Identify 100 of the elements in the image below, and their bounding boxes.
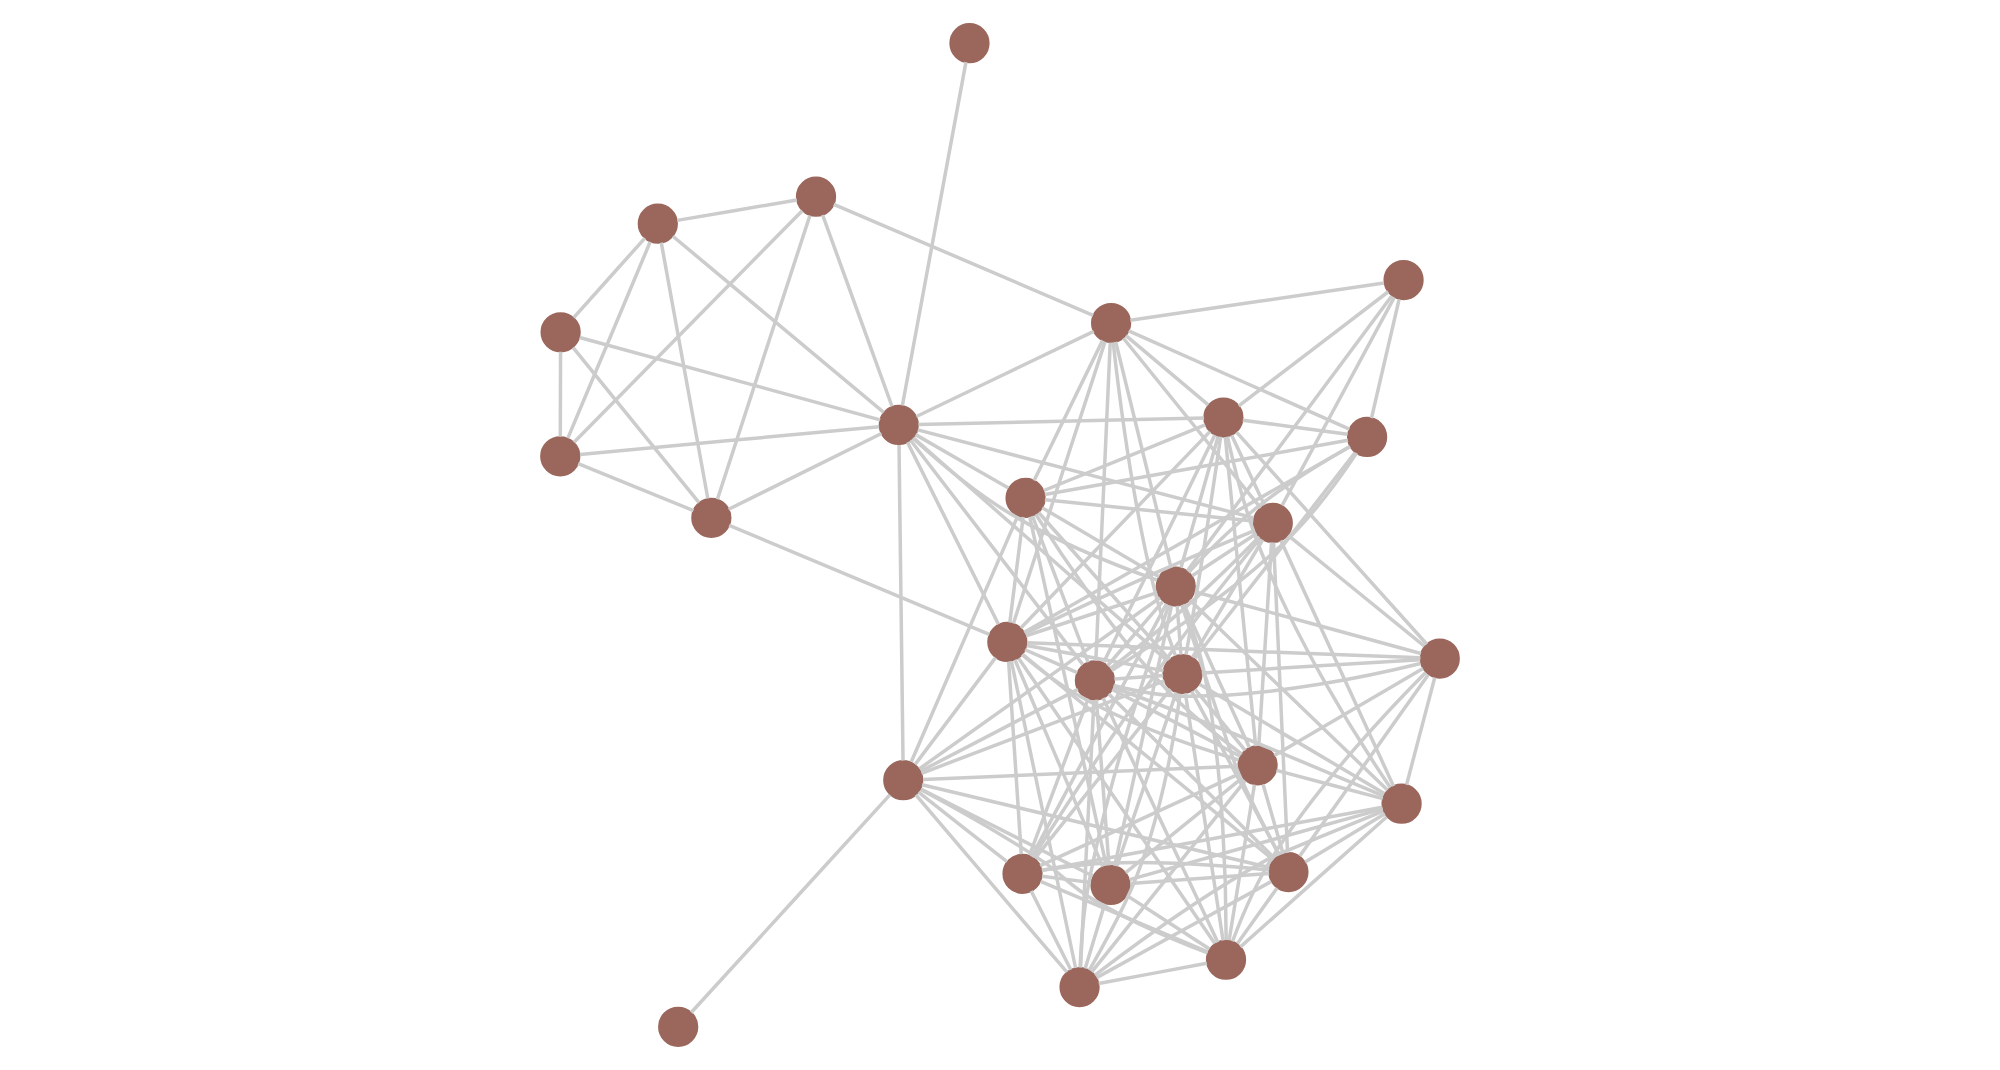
connector [1098, 961, 1208, 986]
connector [1239, 815, 1388, 949]
connector [914, 793, 1069, 974]
connector [1034, 513, 1243, 756]
connector [1039, 772, 1241, 868]
connector [727, 431, 883, 511]
connector [911, 437, 1158, 582]
connector [1041, 506, 1160, 579]
connector [1271, 542, 1290, 853]
connector [1111, 687, 1241, 758]
connector [1078, 700, 1096, 968]
connector [1130, 871, 1270, 886]
connector [1279, 539, 1396, 787]
connector [1020, 653, 1240, 762]
connector [918, 416, 1205, 427]
connector [1032, 339, 1105, 482]
connector [689, 793, 892, 1014]
node-circle [1155, 566, 1196, 607]
connector [566, 241, 652, 439]
connector [1190, 690, 1281, 856]
connector [1041, 805, 1383, 872]
connector [1235, 431, 1429, 646]
node-circle [1237, 745, 1278, 786]
node-circle [540, 312, 581, 353]
connector [1044, 438, 1349, 497]
connector [1115, 691, 1178, 867]
connector [1025, 591, 1158, 638]
connector [1183, 692, 1225, 941]
connector [1236, 887, 1279, 945]
connector [917, 790, 1008, 863]
connector [1201, 658, 1421, 675]
connector [1225, 436, 1392, 789]
connector [1039, 879, 1209, 954]
connector [1304, 812, 1386, 864]
connector [1029, 890, 1073, 971]
connector [1404, 677, 1437, 786]
connector [905, 441, 1001, 625]
connector [833, 202, 1094, 317]
connector [1026, 643, 1164, 673]
connector [1182, 603, 1252, 749]
connector [1033, 688, 1172, 860]
node-circle [949, 23, 990, 64]
connector [1112, 605, 1174, 867]
connector [923, 764, 1239, 782]
node-circle [1203, 397, 1244, 438]
connector [1175, 605, 1183, 655]
node-circle [1162, 653, 1203, 695]
connector [1193, 451, 1357, 660]
connector [1043, 423, 1206, 493]
node-circle [1090, 864, 1131, 906]
connector [1017, 657, 1217, 945]
node-circle [540, 436, 581, 477]
connector [920, 787, 1094, 878]
connector [1090, 779, 1247, 973]
connector [1111, 342, 1178, 657]
node-circle [795, 176, 837, 217]
connector [1280, 296, 1396, 507]
connector [1179, 435, 1220, 569]
node-circle [1419, 638, 1460, 679]
connector [1028, 516, 1108, 867]
connector [659, 242, 710, 499]
node-circle [691, 497, 732, 538]
connector [676, 198, 798, 223]
connector [1093, 809, 1384, 977]
connector [1129, 807, 1384, 882]
connector [579, 425, 880, 457]
connector [1230, 434, 1266, 506]
connector [1094, 342, 1112, 661]
connector [1011, 341, 1107, 624]
connector [920, 679, 1166, 775]
connector [1298, 673, 1430, 858]
connector [1101, 697, 1220, 943]
node-circle [1383, 259, 1424, 301]
connector [915, 329, 1095, 419]
connector [1130, 281, 1385, 322]
connector [1023, 445, 1351, 634]
connector [1275, 768, 1384, 801]
node-circle [987, 621, 1028, 663]
connector [579, 335, 881, 422]
connector [918, 596, 1161, 771]
connector [909, 515, 1020, 763]
connector [1027, 640, 1421, 660]
connector [1037, 511, 1171, 661]
connector [1198, 682, 1386, 795]
connector [1261, 783, 1285, 854]
connector [1257, 542, 1274, 746]
connector [571, 346, 701, 504]
connector [1095, 880, 1272, 980]
connector [1184, 436, 1223, 655]
connector [1190, 538, 1265, 659]
connector [1180, 604, 1281, 856]
connector [572, 209, 804, 444]
connector [1124, 776, 1244, 874]
connector [671, 234, 885, 414]
connector [913, 656, 997, 766]
connector [1191, 532, 1258, 578]
connector [1223, 436, 1258, 747]
node-circle [658, 1006, 699, 1047]
connector [897, 444, 905, 761]
connector [715, 214, 812, 500]
